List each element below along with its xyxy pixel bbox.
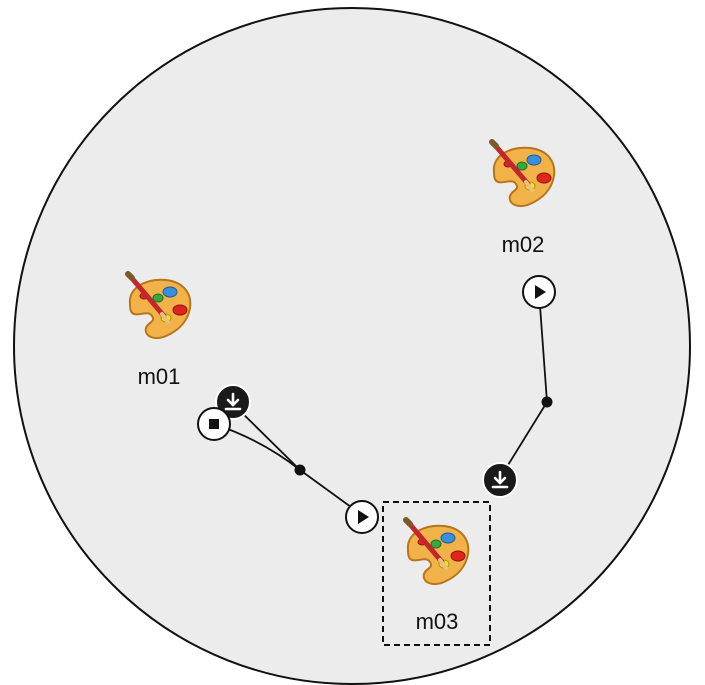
node-label: m02 [502, 232, 545, 257]
edge-m02-m03-upper[interactable] [538, 291, 548, 403]
edge-junction-m01-m03 [294, 464, 306, 476]
node-m02[interactable]: m02 [492, 142, 554, 257]
stop-icon [209, 419, 219, 429]
download-icon [224, 392, 242, 411]
edge-junction-m02-m03 [541, 396, 553, 408]
port-m01-out-download[interactable] [215, 384, 251, 420]
play-icon [358, 510, 369, 524]
port-m02-out-play[interactable] [522, 275, 556, 309]
node-m01[interactable]: m01 [128, 274, 190, 389]
selection-box [382, 501, 491, 646]
canvas-circle [13, 7, 691, 685]
port-m03-in-download[interactable] [482, 462, 518, 498]
node-label: m01 [138, 364, 181, 389]
node-label: m03 [416, 609, 459, 634]
port-m01-out-stop[interactable] [197, 407, 231, 441]
port-m03-in-play[interactable] [345, 500, 379, 534]
download-icon [491, 470, 509, 489]
node-m03[interactable]: m03 [406, 520, 468, 634]
play-icon [535, 285, 546, 299]
